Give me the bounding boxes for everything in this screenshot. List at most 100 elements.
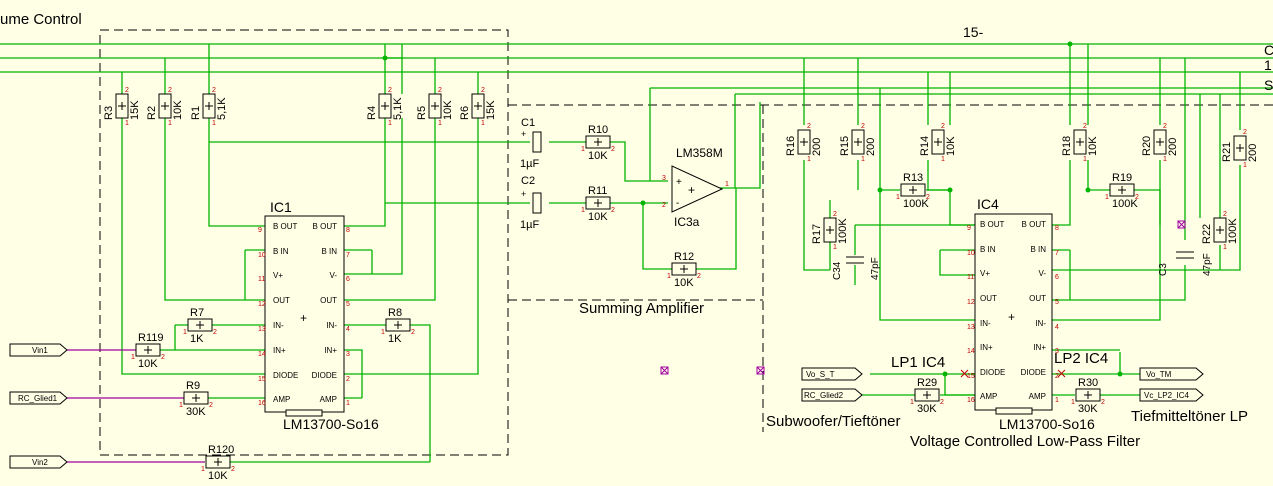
capacitor-c2[interactable]: C2 1µF + — [520, 175, 542, 231]
svg-text:1: 1 — [201, 466, 205, 473]
svg-text:15: 15 — [258, 376, 266, 383]
no-connect-markers — [660, 220, 1186, 378]
port-vo-s-t[interactable]: Vo_S_T — [801, 367, 863, 381]
svg-text:+: + — [300, 311, 307, 325]
svg-text:2: 2 — [697, 273, 701, 280]
tiefmittel-title: Tiefmitteltöner LP — [1131, 408, 1248, 425]
capacitor-c34[interactable]: C34 47pF — [832, 256, 881, 280]
resistor-value: 30K — [1078, 403, 1098, 415]
resistor-ref: R22 — [1201, 224, 1213, 244]
svg-text:+: + — [521, 129, 526, 139]
svg-text:2: 2 — [161, 354, 165, 361]
resistor-value: 100K — [837, 218, 849, 244]
svg-text:2: 2 — [662, 202, 666, 209]
svg-text:-: - — [676, 198, 679, 209]
port-vc-lp2-ic4[interactable]: Vc_LP2_IC4 — [1139, 388, 1204, 402]
svg-text:1: 1 — [910, 399, 914, 406]
svg-text:+: + — [676, 177, 682, 188]
port-vin1[interactable]: Vin1 — [9, 343, 68, 357]
svg-text:2: 2 — [125, 87, 129, 94]
svg-text:DIODE: DIODE — [273, 371, 298, 380]
port-vin2[interactable]: Vin2 — [9, 455, 68, 469]
resistor-ref: R16 — [785, 136, 797, 156]
resistor-ref: R10 — [588, 124, 608, 136]
svg-text:B IN: B IN — [980, 245, 996, 254]
svg-text:+: + — [521, 189, 526, 199]
svg-text:2: 2 — [611, 146, 615, 153]
svg-text:1: 1 — [1071, 399, 1075, 406]
svg-text:7: 7 — [346, 252, 350, 259]
resistor-value: 30K — [186, 406, 206, 418]
ic4[interactable]: IC4 LM13700-So16 + B OUT B IN V+ OUT IN-… — [967, 196, 1095, 432]
capacitor-c1[interactable]: C1 1µF + — [520, 117, 542, 170]
port-rc-glied1[interactable]: RC_Glied1 — [9, 391, 68, 405]
port-rc-glied2[interactable]: RC_Glied2 — [801, 388, 863, 402]
svg-text:C1: C1 — [521, 117, 535, 129]
ic1[interactable]: IC1 LM13700-So16 + B OUT B IN V+ OUT IN-… — [258, 199, 379, 432]
svg-text:7: 7 — [1055, 250, 1059, 257]
svg-text:1: 1 — [896, 194, 900, 201]
svg-text:2: 2 — [1135, 194, 1139, 201]
svg-text:+: + — [688, 183, 695, 197]
svg-text:IN+: IN+ — [980, 343, 993, 352]
svg-text:1: 1 — [1163, 156, 1167, 163]
svg-text:13: 13 — [258, 326, 266, 333]
svg-text:13: 13 — [967, 324, 975, 331]
svg-text:V+: V+ — [980, 269, 990, 278]
volume-control-title: ume Control — [0, 11, 82, 28]
resistor-ref: R1 — [190, 106, 202, 120]
svg-text:C: C — [1264, 42, 1273, 58]
capacitor-c3[interactable]: C3 47pF — [1158, 251, 1213, 276]
ic1-ref: IC1 — [270, 199, 292, 215]
resistor-ref: R21 — [1221, 142, 1233, 162]
svg-text:1: 1 — [168, 120, 172, 127]
svg-text:1: 1 — [861, 156, 865, 163]
svg-text:1: 1 — [125, 120, 129, 127]
opamp-ic3a[interactable]: + - + LM358M IC3a 3 2 1 — [662, 146, 729, 229]
svg-text:AMP: AMP — [320, 395, 337, 404]
resistor-ref: R15 — [839, 136, 851, 156]
vclpf-title: Voltage Controlled Low-Pass Filter — [910, 433, 1140, 450]
svg-text:11: 11 — [967, 274, 974, 281]
svg-text:2: 2 — [438, 87, 442, 94]
resistor-value: 200 — [811, 138, 823, 156]
svg-text:2: 2 — [481, 87, 485, 94]
svg-text:B OUT: B OUT — [1022, 220, 1047, 229]
svg-text:Vin2: Vin2 — [32, 458, 48, 467]
ic1-part: LM13700-So16 — [283, 416, 379, 432]
svg-text:DIODE: DIODE — [312, 371, 337, 380]
svg-text:8: 8 — [346, 227, 350, 234]
port-vo-tm[interactable]: Vo_TM — [1139, 367, 1204, 381]
resistor-ref: R29 — [917, 377, 937, 389]
svg-text:1: 1 — [941, 156, 945, 163]
resistor-ref: R18 — [1061, 136, 1073, 156]
lp2-label: LP2 IC4 — [1054, 350, 1108, 367]
